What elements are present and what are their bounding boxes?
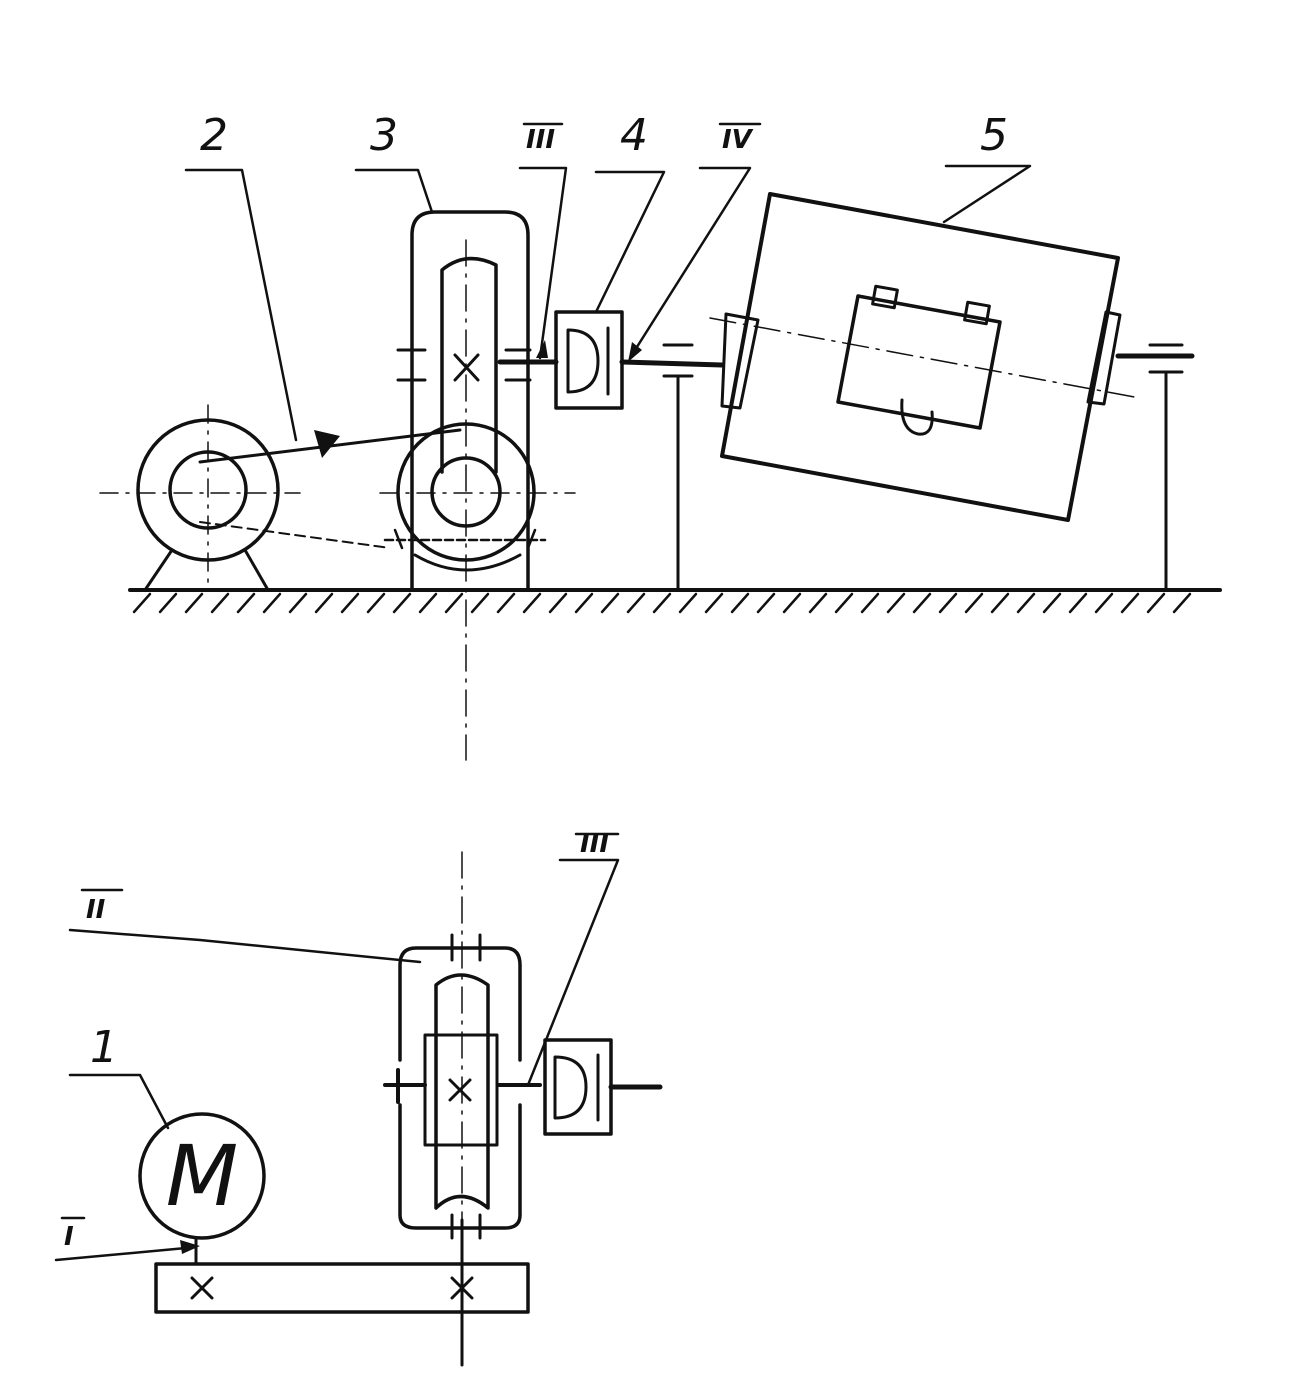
arrowhead-IV-icon	[628, 342, 642, 362]
gear-reducer-plan	[383, 851, 542, 1265]
coupling-label: 4	[620, 110, 648, 161]
plan-view: M	[54, 829, 663, 1367]
bearing-supports	[662, 343, 1184, 592]
reducer-label: 3	[370, 110, 398, 161]
shaft-II-label: II	[86, 895, 106, 925]
leader-lines-bottom	[54, 858, 620, 1262]
drum-label: 5	[980, 110, 1008, 161]
belt-drive	[198, 428, 462, 549]
drum-side	[709, 192, 1195, 522]
electric-motor-plan: M	[138, 1112, 266, 1240]
arrowhead-III-icon	[536, 340, 548, 358]
electric-motor-side	[99, 404, 301, 592]
gear-reducer-side	[382, 210, 542, 761]
reducer-pulley-side	[379, 422, 576, 562]
leader-lines-top	[184, 164, 1032, 442]
motor-symbol: M	[166, 1127, 238, 1225]
belt-drive-label: 2	[200, 110, 228, 161]
arrowhead-I-icon	[180, 1240, 200, 1254]
side-elevation-view: 2 3 III 4 IV 5	[99, 110, 1222, 761]
shaft-I-label: I	[64, 1222, 74, 1252]
ground-foundation	[128, 588, 1222, 614]
coupling-plan	[543, 1038, 663, 1136]
shaft-III-label-top: III	[526, 125, 555, 155]
belt-direction-arrow-icon	[314, 430, 340, 458]
coupling-side	[554, 310, 725, 410]
motor-label: 1	[90, 1022, 118, 1073]
belt-drive-plan	[154, 1218, 530, 1367]
shaft-IV-label: IV	[722, 125, 754, 155]
